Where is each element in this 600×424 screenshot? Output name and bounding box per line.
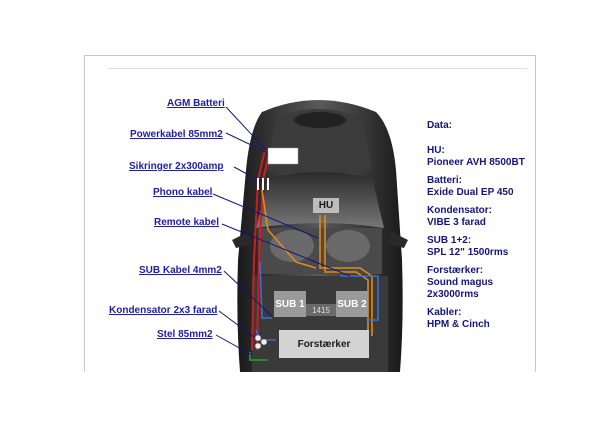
spec-value: SPL 12" 1500rms — [427, 247, 509, 258]
capacitor-marks — [254, 334, 268, 350]
spec-value: VIBE 3 farad — [427, 217, 486, 228]
signal-cable — [261, 189, 373, 336]
label-ground: Stel 85mm2 — [157, 329, 213, 340]
mirror-right — [388, 232, 408, 248]
sub2-box: SUB 2 — [336, 291, 368, 317]
spec-amplifier: Forstærker: Sound magus 2x3000rms — [427, 265, 547, 301]
spec-cables: Kabler: HPM & Cinch — [427, 307, 547, 331]
label-power-cable: Powerkabel 85mm2 — [130, 129, 223, 140]
spec-value: Pioneer AVH 8500BT — [427, 157, 525, 168]
battery-box — [267, 147, 299, 165]
spec-battery: Batteri: Exide Dual EP 450 — [427, 175, 547, 199]
seat-right — [326, 230, 370, 262]
license-plate-text: 1415 — [312, 305, 330, 315]
spec-head: Kabler: — [427, 307, 462, 318]
specs-title: Data: — [427, 120, 453, 131]
spec-hu: HU: Pioneer AVH 8500BT — [427, 145, 547, 169]
label-phono-cable: Phono kabel — [153, 187, 213, 198]
hu-box: HU — [313, 198, 339, 213]
label-remote-cable: Remote kabel — [154, 217, 220, 228]
seat-left — [270, 230, 314, 262]
amplifier-box: Forstærker — [279, 330, 369, 358]
spec-head: SUB 1+2: — [427, 235, 472, 246]
label-sub-cable: SUB Kabel 4mm2 — [139, 265, 222, 276]
spec-head: Kondensator: — [427, 205, 492, 216]
diagram-frame — [84, 55, 536, 372]
sub1-box: SUB 1 — [274, 291, 306, 317]
spec-value: Sound magus 2x3000rms — [427, 277, 494, 300]
spec-head: HU: — [427, 145, 445, 156]
label-fuses: Sikringer 2x300amp — [129, 161, 224, 172]
fuse-marks — [257, 178, 269, 190]
power-cable — [251, 149, 271, 351]
mirror-left — [232, 232, 252, 248]
label-agm-battery: AGM Batteri — [167, 98, 225, 109]
license-plate — [306, 304, 336, 316]
specs-panel: Data: HU: Pioneer AVH 8500BT Batteri: Ex… — [427, 120, 547, 337]
spec-head: Batteri: — [427, 175, 463, 186]
hood-scoop — [294, 112, 346, 128]
label-capacitor: Kondensator 2x3 farad — [109, 305, 218, 316]
ground-cable — [249, 352, 268, 361]
spec-value: HPM & Cinch — [427, 319, 490, 330]
frame-rule — [107, 68, 527, 69]
spec-capacitor: Kondensator: VIBE 3 farad — [427, 205, 547, 229]
spec-head: Forstærker: — [427, 265, 484, 276]
spec-subwoofers: SUB 1+2: SPL 12" 1500rms — [427, 235, 547, 259]
spec-value: Exide Dual EP 450 — [427, 187, 514, 198]
